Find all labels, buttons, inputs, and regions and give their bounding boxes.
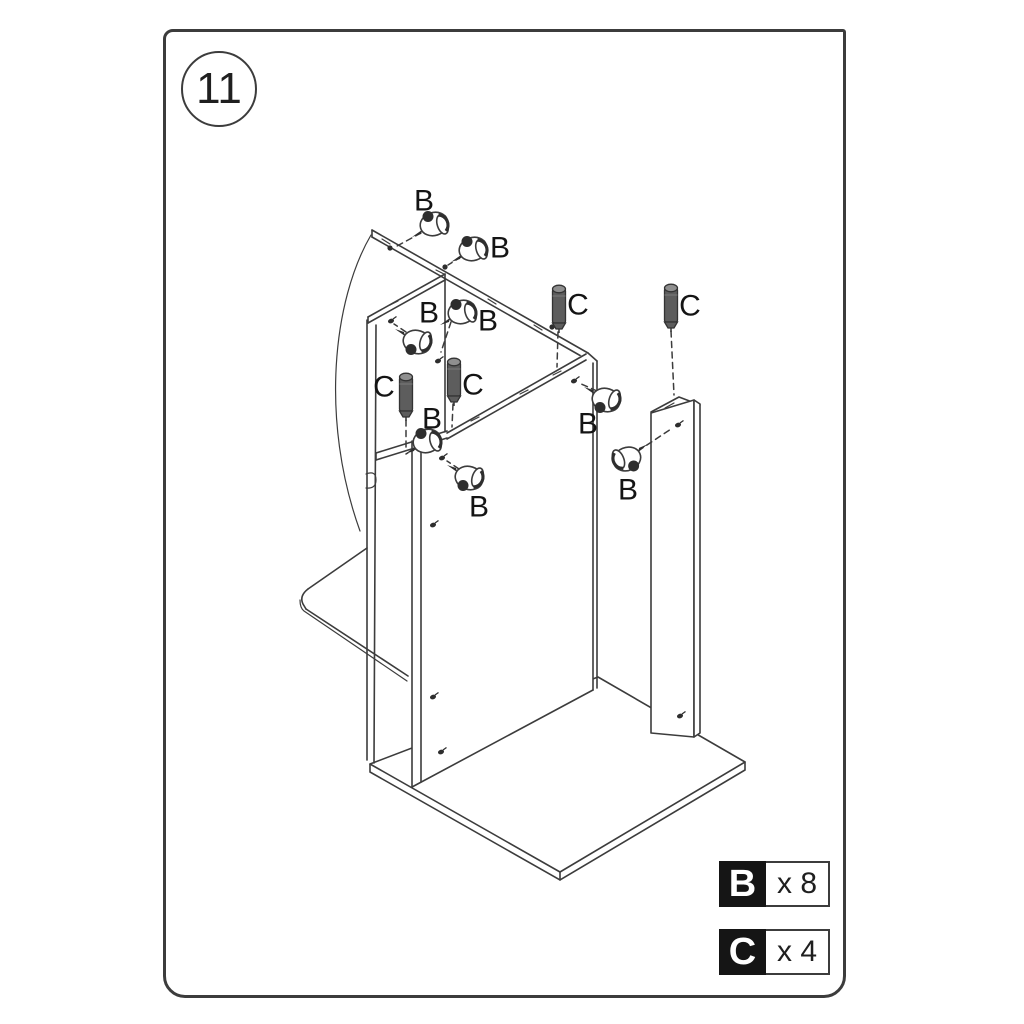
dowel-pin-icon [398, 372, 414, 422]
callout-label-b: B [578, 408, 598, 441]
legend-part-letter-c: C [719, 929, 766, 975]
callout-label-c: C [567, 289, 589, 322]
callout-label-b: B [419, 297, 439, 330]
curved-front-edge [335, 234, 372, 532]
callout-label-c: C [679, 290, 701, 323]
callout-labels: B B B B B B B B C C C C [373, 185, 701, 524]
callout-label-b: B [618, 474, 638, 507]
dowel-pin-icon [551, 284, 567, 334]
cam-housing-detail [365, 472, 377, 489]
callout-label-c: C [462, 369, 484, 402]
cam-hole [386, 315, 398, 325]
cam-lock-bolt-icon [449, 232, 492, 266]
cam-lock-bolt-icon [393, 325, 436, 359]
dowel-pin-icon [663, 283, 679, 333]
callout-label-b: B [478, 305, 498, 338]
left-side-panel [335, 234, 446, 532]
legend-part-letter-b: B [719, 861, 766, 907]
callout-label-c: C [373, 371, 395, 404]
step-number: 11 [196, 64, 242, 113]
step-number-badge: 11 [181, 51, 257, 127]
back-panel-top-edge [371, 229, 598, 435]
legend-quantity-b: x 8 [766, 861, 830, 907]
legend-quantity-c: x 4 [766, 929, 830, 975]
legend-row-c: C x 4 [719, 929, 830, 975]
callout-label-b: B [490, 232, 510, 265]
cam-lock-bolt-icon [607, 440, 652, 478]
right-support-panel [650, 396, 701, 738]
edge-hole-dot [387, 245, 393, 251]
legend-row-b: B x 8 [719, 861, 830, 907]
dowel-pin-icon [446, 357, 462, 407]
callout-label-b: B [414, 185, 434, 218]
left-side-panel-front-edge [365, 315, 445, 764]
cam-hole [433, 355, 445, 365]
cam-lock-bolt-icon [438, 295, 481, 329]
callout-label-b: B [422, 403, 442, 436]
edge-hole-dot [442, 264, 448, 270]
shelf-panel [299, 547, 409, 682]
callout-label-b: B [469, 491, 489, 524]
